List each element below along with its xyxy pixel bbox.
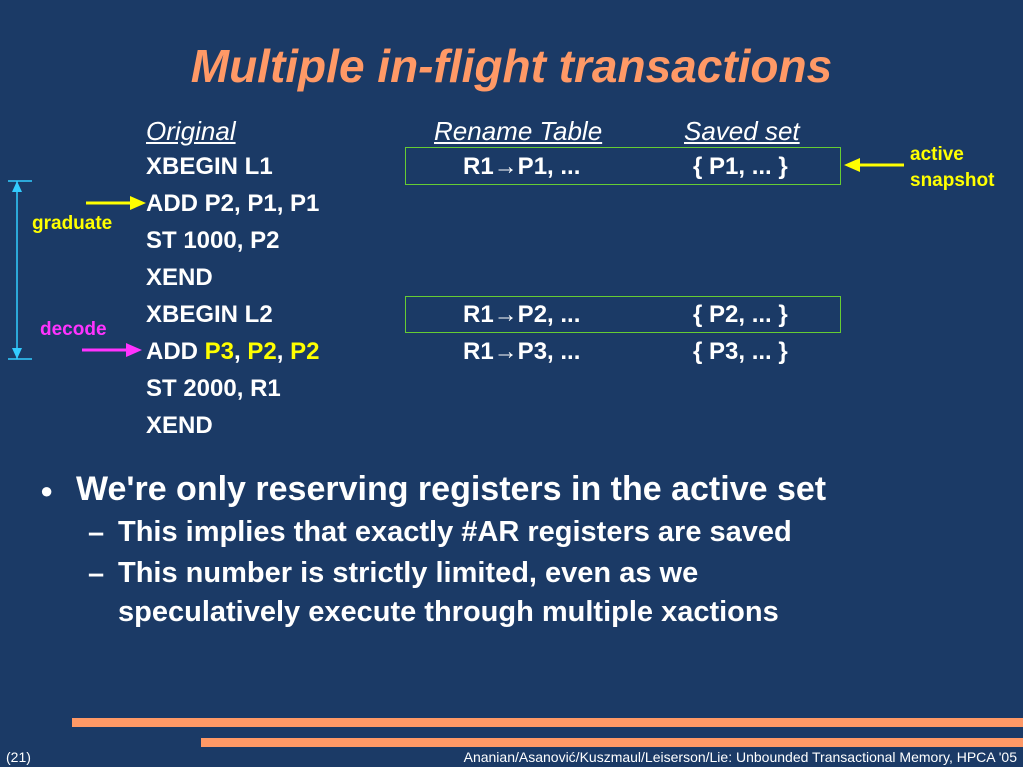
snapshot-box-2 bbox=[405, 296, 841, 333]
bullet-sub-1: This implies that exactly #AR registers … bbox=[118, 516, 792, 548]
code-line-7: ST 2000, R1 bbox=[146, 375, 281, 402]
bullet-main: We're only reserving registers in the ac… bbox=[76, 470, 827, 508]
slide-title: Multiple in-flight transactions bbox=[190, 40, 833, 92]
rename-row-3: R1→P3, ... bbox=[463, 338, 581, 365]
bullet-dot-icon: ● bbox=[40, 478, 54, 503]
bullet-sub-2-line-1: This number is strictly limited, even as… bbox=[118, 557, 699, 589]
graduate-label: graduate bbox=[32, 213, 113, 234]
arrow-left-icon bbox=[844, 158, 904, 172]
add-reg-3: P2 bbox=[290, 338, 320, 365]
snapshot-label: snapshot bbox=[910, 170, 995, 191]
arrow-right-icon bbox=[82, 343, 142, 357]
code-line-4: XEND bbox=[146, 264, 213, 291]
decode-label: decode bbox=[40, 319, 107, 340]
add-sep-2: , bbox=[276, 338, 291, 365]
saved-row-2: { P2, ... } bbox=[693, 301, 788, 328]
add-sep-1: , bbox=[234, 338, 248, 365]
add-reg-1: P3 bbox=[204, 338, 235, 365]
code-line-8: XEND bbox=[146, 412, 213, 439]
page-number: (21) bbox=[6, 749, 31, 765]
code-line-1: XBEGIN L1 bbox=[146, 153, 273, 180]
saved-row-3: { P3, ... } bbox=[693, 338, 788, 365]
code-line-2: ADD P2, P1, P1 bbox=[146, 190, 320, 217]
bullet-sub-2-line-2: speculatively execute through multiple x… bbox=[118, 596, 779, 628]
code-line-6: ADD P3, P2, P2 bbox=[146, 333, 319, 370]
footer-citation: Ananian/Asanović/Kuszmaul/Leiserson/Lie:… bbox=[463, 749, 1017, 765]
saved-set-header: Saved set bbox=[684, 116, 800, 146]
footer-bar-upper bbox=[72, 718, 1023, 727]
arrow-right-icon bbox=[86, 196, 146, 210]
rename-row-2: R1→P2, ... bbox=[463, 301, 581, 328]
rename-row-1: R1→P1, ... bbox=[463, 153, 581, 180]
range-bracket bbox=[8, 180, 32, 360]
code-line-3: ST 1000, P2 bbox=[146, 227, 280, 254]
code-line-5: XBEGIN L2 bbox=[146, 301, 273, 328]
add-prefix: ADD bbox=[146, 338, 205, 365]
active-snapshot-box bbox=[405, 147, 841, 185]
saved-row-1: { P1, ... } bbox=[693, 153, 788, 180]
footer-bar-lower bbox=[201, 738, 1023, 747]
add-reg-2: P2 bbox=[247, 338, 277, 365]
dash-icon: – bbox=[88, 517, 105, 549]
active-label: active bbox=[910, 144, 964, 165]
rename-table-header: Rename Table bbox=[434, 116, 603, 146]
dash-icon: – bbox=[88, 558, 105, 590]
original-header: Original bbox=[146, 116, 236, 146]
